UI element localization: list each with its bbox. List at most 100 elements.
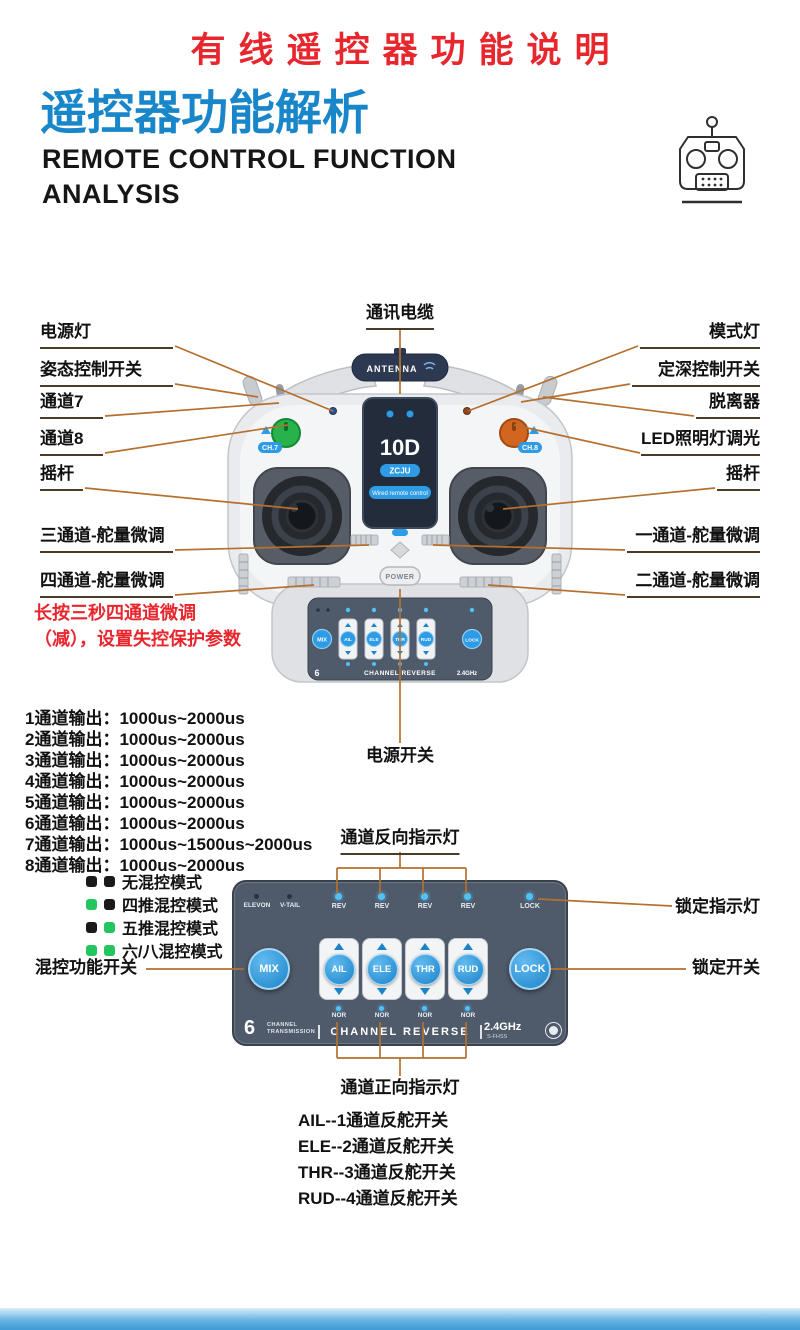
callout-left-stick: 摇杆 bbox=[40, 464, 83, 492]
svg-text:RUD: RUD bbox=[421, 637, 432, 643]
subtitle-line1: REMOTE CONTROL FUNCTION bbox=[42, 144, 457, 174]
down-arrow-icon bbox=[420, 988, 430, 995]
ail-button-label: AIL bbox=[331, 963, 347, 975]
screen-caption: Wired remote control bbox=[372, 491, 428, 497]
channel-output-4: 4通道输出：1000us~2000us bbox=[25, 772, 245, 791]
failsafe-note-line1: 长按三秒四通道微调 bbox=[34, 603, 196, 623]
brand-logo bbox=[545, 1022, 562, 1039]
nor-label: NOR bbox=[331, 1012, 347, 1019]
svg-text:AIL: AIL bbox=[344, 637, 352, 643]
right-knob-chip: CH.8 bbox=[522, 445, 538, 452]
rud-card: RUD bbox=[448, 938, 488, 1000]
nor-label: NOR bbox=[460, 1012, 476, 1019]
wifi-icon bbox=[423, 362, 436, 370]
ele-button: ELE bbox=[366, 953, 398, 985]
mode-led-icon bbox=[104, 898, 115, 910]
callout-depth-switch: 定深控制开关 bbox=[632, 360, 760, 388]
ail-card: AIL bbox=[319, 938, 359, 1000]
power-button-label: POWER bbox=[386, 574, 415, 581]
model-label: 10D bbox=[380, 435, 420, 460]
channel-output-8: 8通道输出：1000us~2000us bbox=[25, 856, 245, 875]
ele-card: ELE bbox=[362, 938, 402, 1000]
channel-output-2: 2通道输出：1000us~2000us bbox=[25, 730, 245, 749]
rev-led-rud bbox=[464, 893, 471, 900]
callout-mode-light: 模式灯 bbox=[640, 322, 760, 350]
reverse-note-thr: THR--3通道反舵开关 bbox=[298, 1163, 456, 1182]
up-arrow-icon bbox=[334, 943, 344, 950]
reverse-note-ail: AIL--1通道反舵开关 bbox=[298, 1111, 449, 1130]
channel-output-5: 5通道输出：1000us~2000us bbox=[25, 793, 245, 812]
vtail-led bbox=[287, 894, 292, 899]
callout-reverse-indicator: 通道反向指示灯 bbox=[340, 828, 460, 856]
mode-led bbox=[463, 407, 471, 415]
power-led bbox=[329, 407, 337, 415]
nor-label: NOR bbox=[417, 1012, 433, 1019]
fhss-label: S-FHSS bbox=[487, 1034, 508, 1040]
rud-button-label: RUD bbox=[457, 963, 479, 975]
mode-led-icon bbox=[86, 921, 97, 933]
mode-label: 六/八混控模式 bbox=[122, 944, 223, 961]
channel1-trim bbox=[421, 534, 450, 546]
callout-attitude-switch: 姿态控制开关 bbox=[40, 360, 173, 388]
reverse-note-ele: ELE--2通道反舵开关 bbox=[298, 1137, 454, 1156]
transmitter-line-art-icon bbox=[679, 116, 745, 204]
channel-output-3: 3通道输出：1000us~2000us bbox=[25, 751, 245, 770]
svg-text:THR: THR bbox=[395, 637, 405, 643]
rev-led-thr bbox=[421, 893, 428, 900]
channel-reverse-panel: ELEVON V-TAIL REV REV REV REV LOCK MIX A… bbox=[232, 880, 568, 1046]
vtail-label: V-TAIL bbox=[279, 902, 301, 909]
down-arrow-icon bbox=[334, 988, 344, 995]
mode-led-icon bbox=[104, 875, 115, 887]
callout-detacher: 脱离器 bbox=[696, 392, 760, 420]
frequency-label: 2.4GHz bbox=[484, 1021, 522, 1033]
mode-label: 四推混控模式 bbox=[122, 898, 219, 915]
nor-led-rud bbox=[465, 1006, 470, 1011]
mode-led-icon bbox=[86, 944, 97, 956]
mode-row-six-eight: 六/八混控模式 bbox=[86, 938, 222, 962]
mode-row-five: 五推混控模式 bbox=[86, 915, 218, 939]
lock-button-label: LOCK bbox=[514, 963, 546, 975]
mode-row-none: 无混控模式 bbox=[86, 869, 202, 893]
channel-output-6: 6通道输出：1000us~2000us bbox=[25, 814, 245, 833]
mode-led-icon bbox=[104, 944, 115, 956]
remote-control-illustration: ANTENNA CH.7 CH.8 10D ZCJU Wired remote … bbox=[227, 348, 573, 683]
subtitle-line2: ANALYSIS bbox=[42, 179, 181, 209]
rev-label: REV bbox=[417, 903, 433, 910]
nor-led-thr bbox=[422, 1006, 427, 1011]
lock-led bbox=[526, 893, 533, 900]
up-arrow-icon bbox=[463, 943, 473, 950]
callout-channel4-trim: 四通道-舵量微调 bbox=[40, 571, 173, 599]
lock-led-label: LOCK bbox=[520, 903, 540, 910]
svg-text:CHANNEL REVERSE: CHANNEL REVERSE bbox=[364, 670, 436, 677]
rud-button: RUD bbox=[452, 953, 484, 985]
callout-channel3-trim: 三通道-舵量微调 bbox=[40, 526, 173, 554]
rev-led-ele bbox=[378, 893, 385, 900]
next-section-preview bbox=[0, 1308, 800, 1330]
nor-led-ele bbox=[379, 1006, 384, 1011]
svg-text:6: 6 bbox=[314, 668, 319, 678]
mode-label: 无混控模式 bbox=[122, 875, 203, 892]
callout-forward-indicator: 通道正向指示灯 bbox=[340, 1078, 460, 1097]
callout-lock-switch: 锁定开关 bbox=[692, 958, 760, 977]
callout-led-dimmer: LED照明灯调光 bbox=[641, 429, 760, 457]
power-button bbox=[379, 566, 421, 586]
up-arrow-icon bbox=[420, 943, 430, 950]
transmission-word: TRANSMISSION bbox=[267, 1029, 316, 1036]
callout-power-light: 电源灯 bbox=[40, 322, 173, 350]
mode-led-icon bbox=[104, 921, 115, 933]
nor-label: NOR bbox=[374, 1012, 390, 1019]
mode-row-four: 四推混控模式 bbox=[86, 892, 218, 916]
rev-label: REV bbox=[331, 903, 347, 910]
mode-label: 五推混控模式 bbox=[122, 921, 219, 938]
ele-button-label: ELE bbox=[372, 963, 392, 975]
callout-power-switch: 电源开关 bbox=[366, 746, 434, 765]
channel3-trim bbox=[350, 534, 379, 546]
callout-channel7: 通道7 bbox=[40, 392, 103, 420]
banner-title: 有线遥控器功能说明 bbox=[190, 31, 623, 70]
channel-transmission-label: CHANNEL TRANSMISSION bbox=[267, 1022, 315, 1037]
channel-output-7: 7通道输出：1000us~1500us~2000us bbox=[25, 835, 313, 854]
rev-label: REV bbox=[460, 903, 476, 910]
elevon-label: ELEVON bbox=[243, 902, 271, 909]
channel-word: CHANNEL bbox=[267, 1022, 298, 1028]
